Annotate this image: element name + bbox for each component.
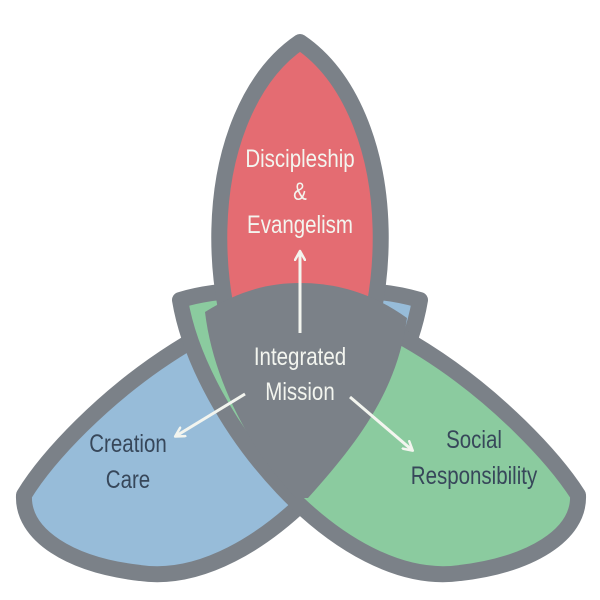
social-label-line1: Social	[446, 425, 502, 453]
discipleship-label-line2: &	[293, 177, 307, 205]
creation-label-line1: Creation	[89, 429, 166, 457]
integrated-mission-center	[205, 283, 407, 498]
arrow-to-creation-care	[176, 392, 246, 436]
arrow-to-social-responsibility	[349, 395, 412, 450]
discipleship-label-line1: Discipleship	[245, 144, 354, 172]
social-label-line2: Responsibility	[411, 461, 538, 489]
discipleship-label-line3: Evangelism	[247, 210, 353, 238]
center-label-line2: Mission	[265, 377, 334, 405]
creation-label-line2: Care	[106, 465, 150, 493]
center-label-line1: Integrated	[254, 342, 346, 370]
